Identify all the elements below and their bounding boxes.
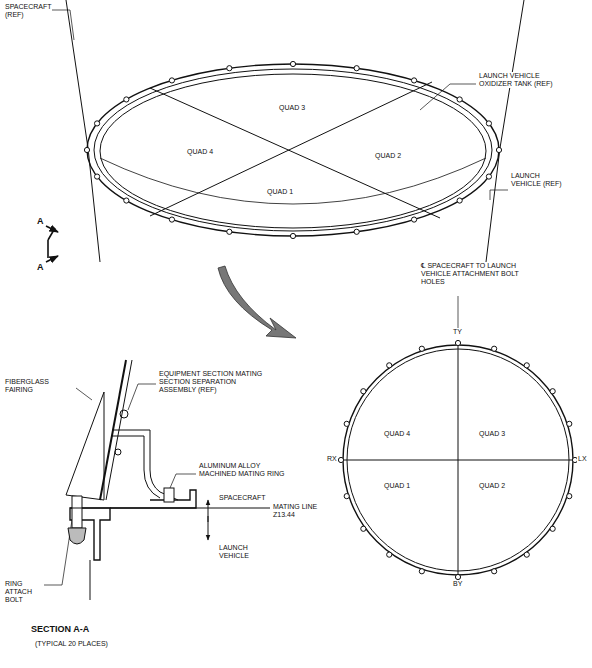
bolt-boss	[227, 229, 232, 234]
mating-line	[70, 508, 270, 509]
bolt-boss	[124, 97, 129, 102]
part-label: LAUNCH VEHICLE OXIDIZER TANK (REF)	[478, 72, 564, 88]
bolt-boss	[550, 526, 555, 531]
bolt-boss	[486, 174, 491, 179]
bolt-boss	[344, 421, 349, 426]
bolt-boss	[457, 198, 462, 203]
bolt-boss	[338, 457, 343, 462]
attach-bolt	[72, 496, 82, 528]
part-label: RING ATTACH BOLT	[4, 580, 44, 604]
callout-label: ℄ SPACECRAFT TO LAUNCH VEHICLE ATTACHMEN…	[420, 262, 532, 286]
bolt-boss	[354, 66, 359, 71]
part-label: SPACECRAFT (REF)	[4, 3, 52, 19]
bolt-boss	[419, 569, 424, 574]
bolt-boss	[169, 78, 174, 83]
bolt-boss	[550, 389, 555, 394]
bolt-boss	[290, 233, 295, 238]
part-label: ALUMINUM ALLOY MACHINED MATING RING	[198, 462, 292, 478]
bolt-boss	[290, 61, 295, 66]
bolt-boss	[354, 229, 359, 234]
bolt-boss	[84, 147, 89, 152]
part-label: LAUNCH VEHICLE (REF)	[510, 172, 572, 188]
bolt-boss	[492, 569, 497, 574]
bolt-boss	[94, 121, 99, 126]
bolt-boss	[387, 363, 392, 368]
vehicle-outline	[66, 0, 524, 262]
reference-line-label: MATING LINE Z13.44	[272, 503, 330, 519]
section-title: SECTION A-A	[30, 624, 90, 634]
quadrant-label: QUAD 2	[478, 482, 506, 490]
bolt-boss	[169, 217, 174, 222]
bolt-boss	[344, 494, 349, 499]
bolt-boss	[411, 217, 416, 222]
section-letter: A	[36, 262, 45, 272]
bolt-boss	[361, 389, 366, 394]
bolt-boss	[567, 421, 572, 426]
section-note: (TYPICAL 20 PLACES)	[34, 640, 109, 648]
section-letter: A	[36, 216, 45, 226]
machined-ring	[110, 490, 196, 508]
bolt-boss	[411, 78, 416, 83]
bolt-boss	[387, 552, 392, 557]
axis-label: LX	[577, 455, 588, 463]
bolt-boss	[567, 494, 572, 499]
bolt-boss	[457, 97, 462, 102]
part-label: EQUIPMENT SECTION MATING SECTION SEPARAT…	[158, 370, 272, 394]
part-label: FIBERGLASS FAIRING	[4, 378, 76, 394]
mating-ring-plan	[338, 340, 577, 580]
quadrant-label: QUAD 4	[186, 148, 214, 156]
quadrant-label: QUAD 1	[383, 482, 411, 490]
bolt-boss	[94, 174, 99, 179]
bolt-boss	[124, 198, 129, 203]
bolt-boss	[227, 66, 232, 71]
direction-label: SPACECRAFT	[218, 494, 267, 502]
view-arrow	[218, 266, 296, 338]
quadrant-label: QUAD 4	[383, 430, 411, 438]
quadrant-label: QUAD 1	[266, 188, 294, 196]
direction-label: LAUNCH VEHICLE	[218, 544, 276, 560]
bolt-boss	[486, 121, 491, 126]
axis-label: RX	[326, 455, 338, 463]
leader-lines	[40, 10, 508, 585]
section-a-a	[66, 360, 270, 600]
bolt-boss	[492, 346, 497, 351]
bolt-boss	[496, 147, 501, 152]
mating-ring-top	[84, 61, 501, 238]
bolt-boss	[455, 574, 460, 579]
quadrant-label: QUAD 3	[278, 104, 306, 112]
axis-label: BY	[452, 580, 463, 588]
quadrant-label: QUAD 2	[374, 152, 402, 160]
bolt-boss	[361, 526, 366, 531]
bolt-boss	[524, 552, 529, 557]
bolt-boss	[455, 340, 460, 345]
bolt-boss	[524, 363, 529, 368]
fiberglass-fairing	[66, 392, 104, 500]
axis-label: TY	[452, 328, 463, 336]
bolt-boss	[419, 346, 424, 351]
quadrant-label: QUAD 3	[478, 430, 506, 438]
section-cut-marks	[46, 226, 58, 262]
